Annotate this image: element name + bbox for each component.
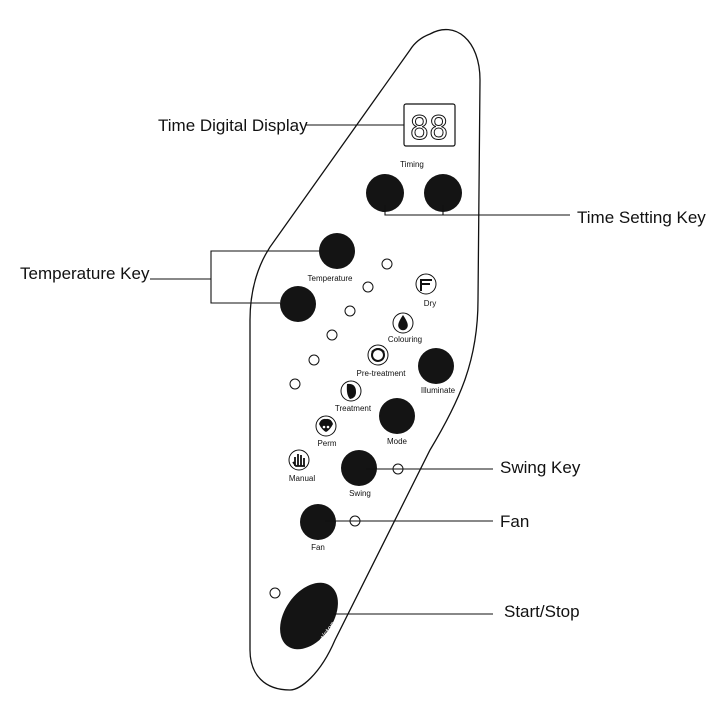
temperature-down-button[interactable] (280, 286, 316, 322)
panel-outline (249, 29, 481, 691)
label-swing: Swing (349, 489, 371, 498)
led-indicator (326, 329, 338, 341)
label-perm: Perm (317, 439, 336, 448)
led-indicator (381, 258, 393, 270)
timing-button-right[interactable] (424, 174, 462, 212)
label-mode: Mode (387, 437, 408, 446)
callout-temperature-key: Temperature Key (20, 264, 150, 283)
label-fan: Fan (311, 543, 325, 552)
label-colouring: Colouring (388, 335, 422, 344)
label-treatment: Treatment (335, 404, 372, 413)
start-stop-led (269, 587, 281, 599)
label-timing: Timing (400, 160, 424, 169)
callout-fan: Fan (500, 512, 529, 531)
callout-start-stop: Start/Stop (504, 602, 580, 621)
display-digits: 88 (410, 109, 449, 147)
hand-icon[interactable] (288, 449, 310, 471)
label-temperature: Temperature (308, 274, 353, 283)
led-indicator (289, 378, 301, 390)
label-manual: Manual (289, 474, 315, 483)
swing-button[interactable] (341, 450, 377, 486)
mode-button[interactable] (379, 398, 415, 434)
led-indicator (308, 354, 320, 366)
led-indicator (344, 305, 356, 317)
led-indicator (362, 281, 374, 293)
label-dry: Dry (424, 299, 436, 308)
callout-swing-key: Swing Key (500, 458, 581, 477)
head-profile-icon[interactable] (340, 380, 362, 402)
fan-button[interactable] (300, 504, 336, 540)
callout-time-setting-key: Time Setting Key (577, 208, 706, 227)
head-icon[interactable] (367, 344, 389, 366)
start-stop-button[interactable] (268, 572, 350, 660)
leader-temperature (150, 250, 320, 304)
callout-time-digital-display: Time Digital Display (158, 116, 308, 135)
temperature-up-button[interactable] (319, 233, 355, 269)
timing-button-left[interactable] (366, 174, 404, 212)
curly-head-icon[interactable] (315, 415, 337, 437)
leader-time-setting (384, 205, 570, 216)
label-illuminate: Illuminate (421, 386, 456, 395)
hair-dryer-icon[interactable] (415, 273, 437, 295)
drop-icon[interactable] (392, 312, 414, 334)
label-pre-treatment: Pre-treatment (357, 369, 407, 378)
illuminate-button[interactable] (418, 348, 454, 384)
